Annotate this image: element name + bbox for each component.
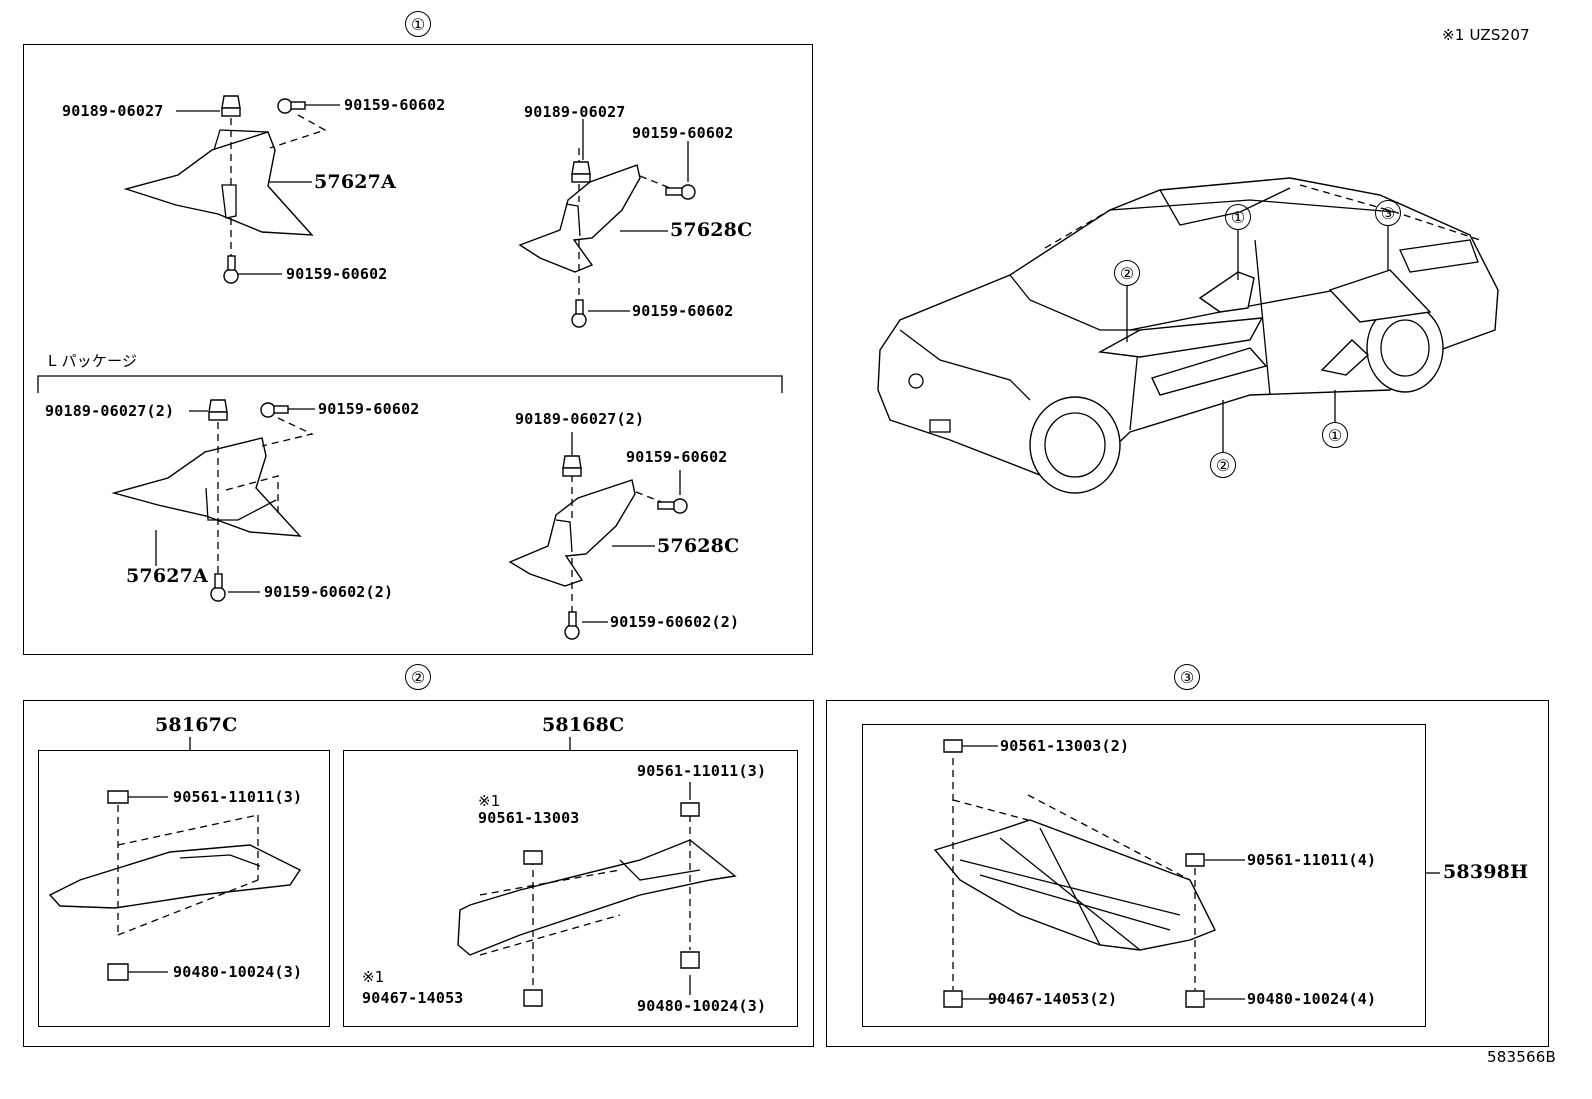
label-part-58168c: 58168C <box>542 714 625 736</box>
label-clip-lower-c: 90189-06027(2) <box>515 410 645 428</box>
group3-subframe <box>862 724 1426 1027</box>
fender-liner-57628c-lower <box>508 479 636 587</box>
label-58398h-a: 90561-13003(2) <box>1000 737 1130 755</box>
label-58168c-clip-a: 90561-13003 <box>478 809 580 827</box>
label-58398h-c: 90467-14053(2) <box>988 990 1118 1008</box>
group2-right-subframe <box>343 750 798 1027</box>
car-marker-1-top: ① <box>1225 204 1251 230</box>
label-part-57627a-upper: 57627A <box>314 171 397 193</box>
label-part-57627a-lower: 57627A <box>126 565 209 587</box>
undercover-58398h <box>933 819 1216 951</box>
car-marker-2-bottom: ② <box>1210 452 1236 478</box>
label-screw-upper-a-top: 90159-60602 <box>344 96 446 114</box>
group2-frame <box>23 700 814 1047</box>
group3-marker: ③ <box>1174 664 1200 690</box>
label-58168c-note2: ※1 <box>362 968 385 986</box>
label-screw-lower-a-bottom: 90159-60602(2) <box>264 583 394 601</box>
label-clip-upper-a: 90189-06027 <box>62 102 164 120</box>
label-screw-lower-c-top: 90159-60602 <box>626 448 728 466</box>
label-58167c-bottom: 90480-10024(3) <box>173 963 303 981</box>
label-part-57628c-lower: 57628C <box>657 535 740 557</box>
label-58168c-nut-a: 90467-14053 <box>362 989 464 1007</box>
group2-marker: ② <box>405 664 431 690</box>
label-screw-lower-c-bottom: 90159-60602(2) <box>610 613 740 631</box>
label-part-58398h: 58398H <box>1443 861 1529 883</box>
label-screw-upper-c-bottom: 90159-60602 <box>632 302 734 320</box>
label-clip-upper-c: 90189-06027 <box>524 103 626 121</box>
group1-marker: ① <box>405 11 431 37</box>
group2-left-subframe <box>38 750 330 1027</box>
vehicle-illustration <box>877 177 1499 494</box>
applicability-note: ※1 UZS207 <box>1442 26 1530 44</box>
label-58398h-b: 90561-11011(4) <box>1247 851 1377 869</box>
car-marker-2-left: ② <box>1114 260 1140 286</box>
illustration-ref: 583566B <box>1487 1048 1556 1066</box>
label-part-57628c-upper: 57628C <box>670 219 753 241</box>
fender-liner-57627a-lower <box>111 437 302 537</box>
undercover-58168c <box>457 839 737 956</box>
label-58167c-top: 90561-11011(3) <box>173 788 303 806</box>
car-marker-1-bottom: ① <box>1322 422 1348 448</box>
label-part-58167c: 58167C <box>155 714 238 736</box>
car-marker-3: ③ <box>1375 200 1401 226</box>
label-screw-upper-c-top: 90159-60602 <box>632 124 734 142</box>
label-screw-upper-a-bottom: 90159-60602 <box>286 265 388 283</box>
group1-frame <box>23 44 813 655</box>
fender-liner-57628c-upper <box>518 164 641 273</box>
group3-frame <box>826 700 1549 1047</box>
label-clip-lower-a: 90189-06027(2) <box>45 402 175 420</box>
label-58168c-clip-b: 90561-11011(3) <box>637 762 767 780</box>
label-58398h-d: 90480-10024(4) <box>1247 990 1377 1008</box>
package-label: L パッケージ <box>48 352 138 370</box>
label-screw-lower-a-top: 90159-60602 <box>318 400 420 418</box>
label-58168c-note1: ※1 <box>478 792 501 810</box>
undercover-58167c <box>48 844 302 909</box>
label-58168c-nut-b: 90480-10024(3) <box>637 997 767 1015</box>
